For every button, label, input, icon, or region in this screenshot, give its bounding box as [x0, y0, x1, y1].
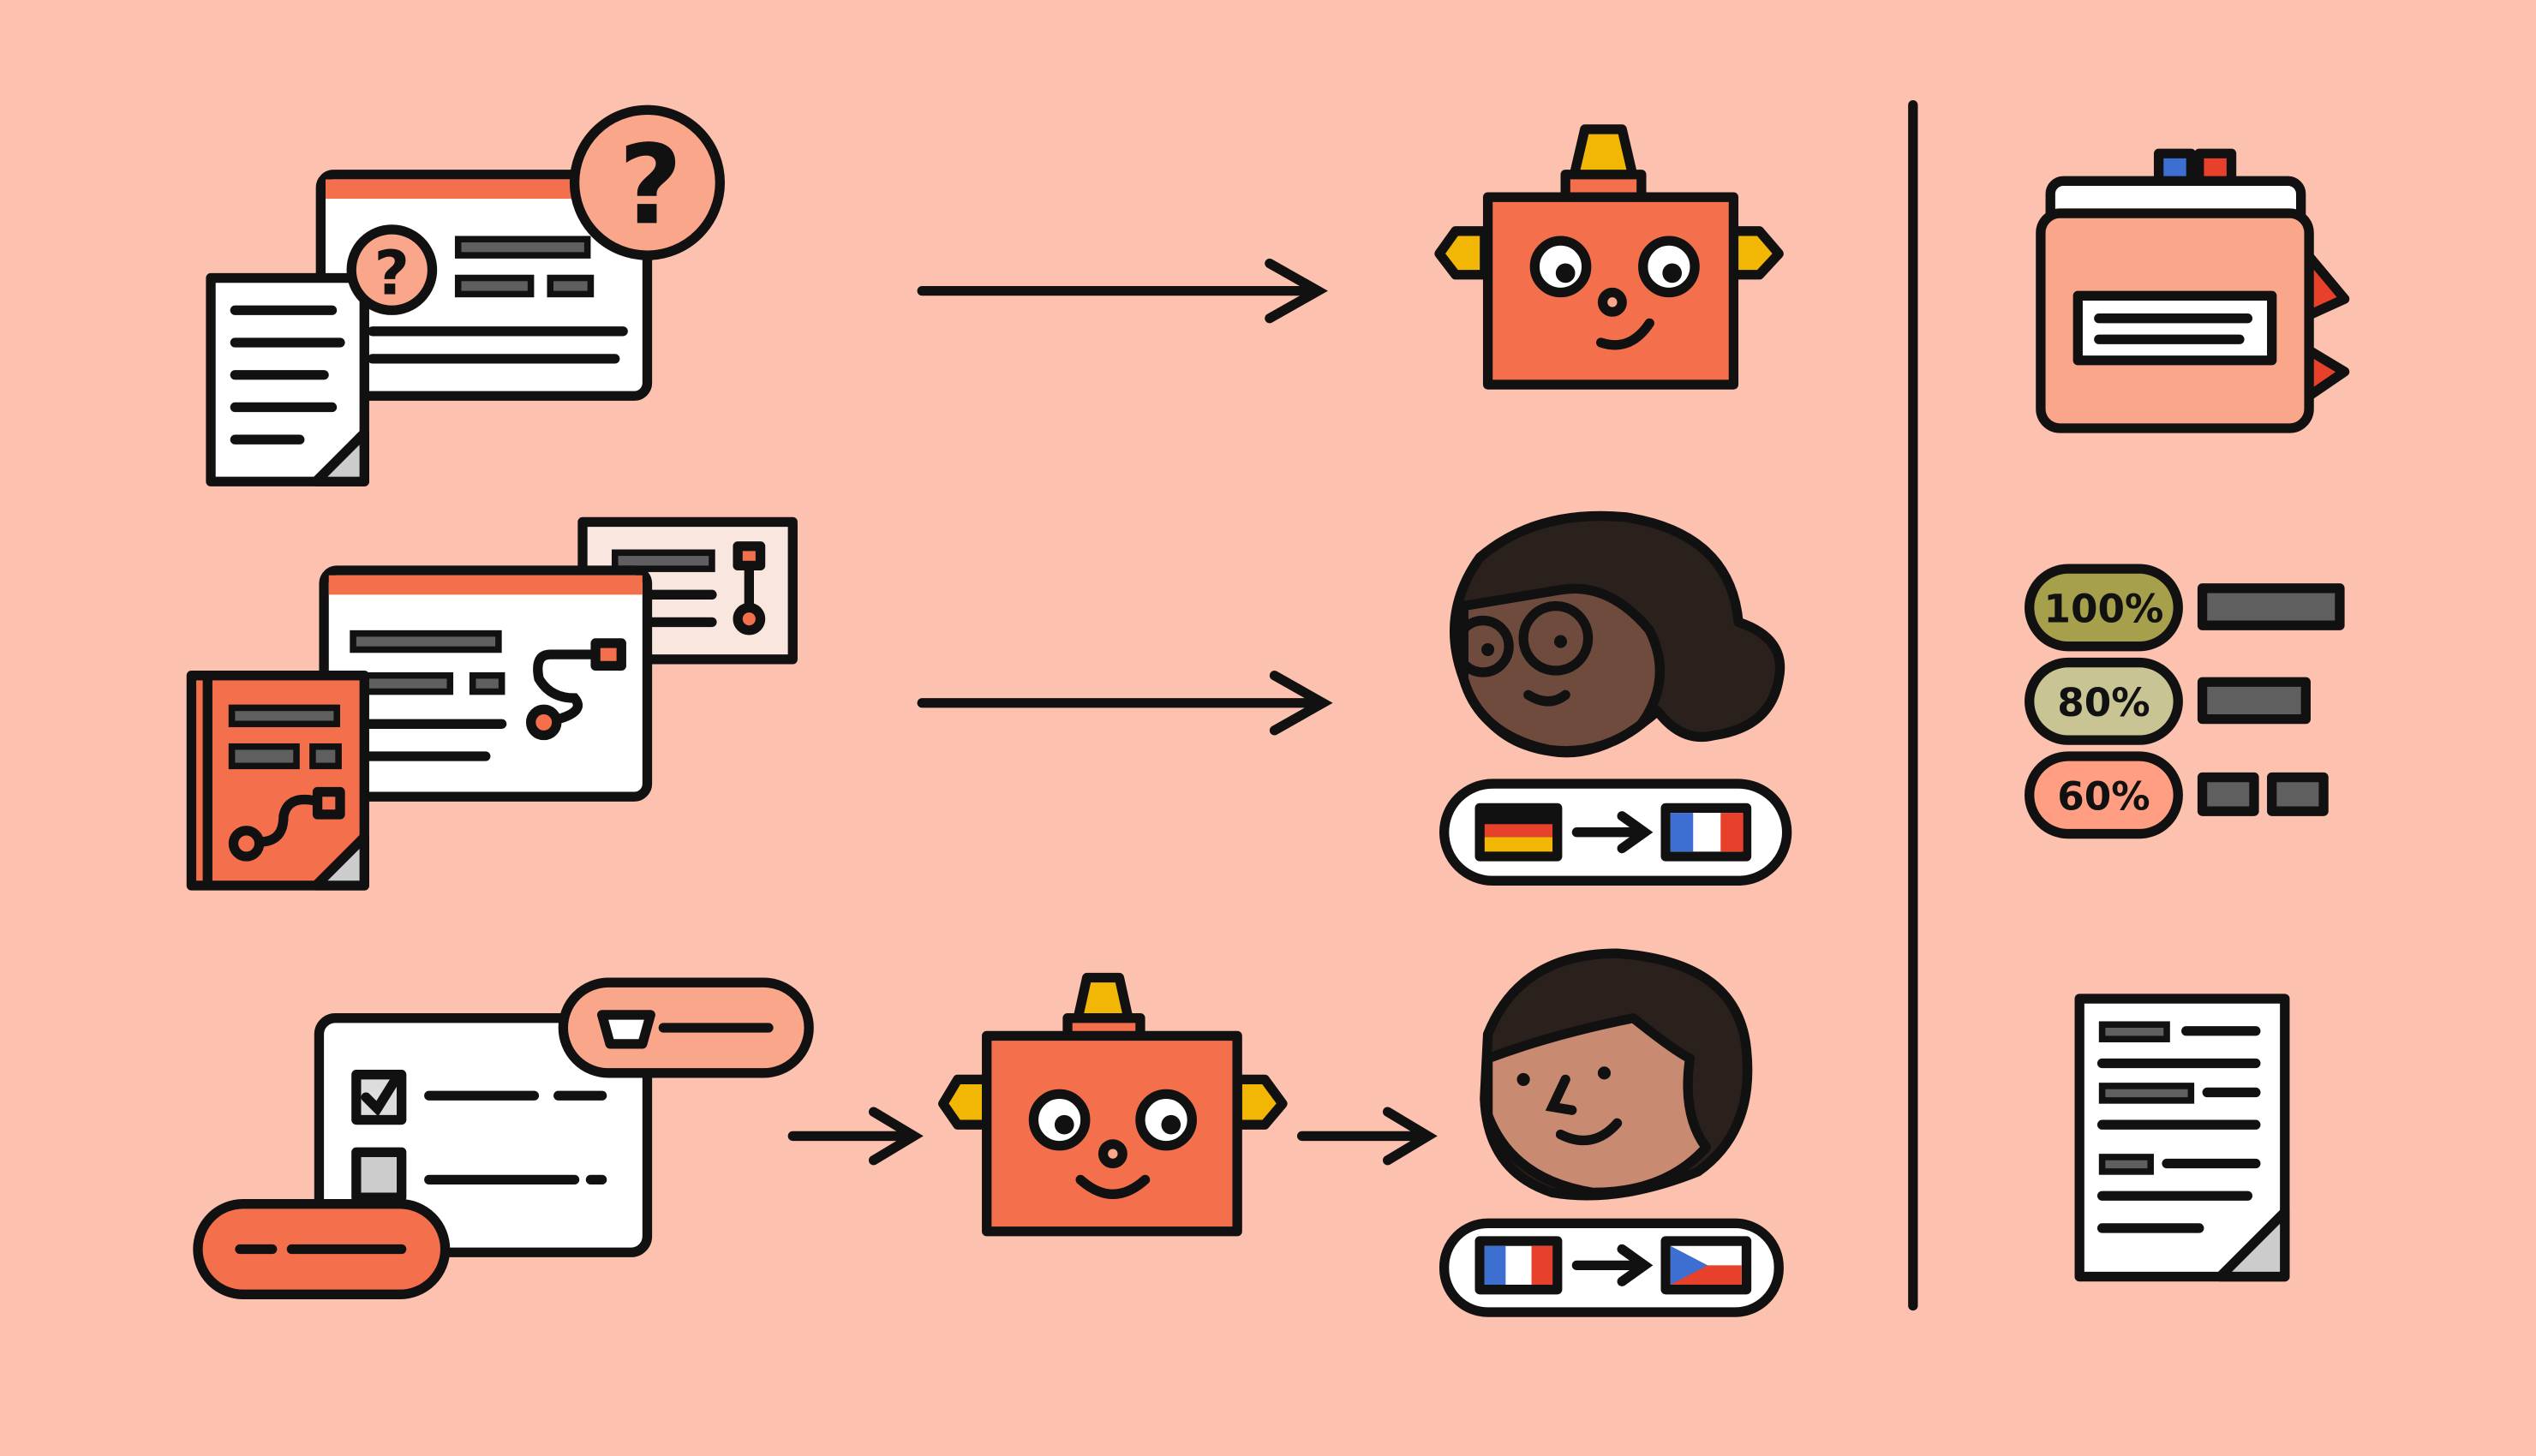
- translator-person-glasses-avatar: [1450, 510, 1785, 758]
- cart-button-pill: [558, 977, 814, 1078]
- form-window: [314, 1013, 653, 1257]
- text-document-icon: [206, 272, 369, 486]
- small-question-icon: ?: [346, 224, 438, 315]
- glossary-book-icon: [2036, 148, 2350, 433]
- flag-france-icon: [1660, 803, 1752, 862]
- robot-icon: [938, 972, 1288, 1237]
- confidence-bar: [2197, 583, 2345, 630]
- confidence-badge: [2025, 751, 2183, 839]
- confidence-row-100: 100%: [2025, 564, 2345, 652]
- confidence-row-80: 80%: [2025, 657, 2311, 745]
- confidence-badge: [2025, 657, 2183, 745]
- confidence-bar: [2197, 772, 2259, 816]
- big-question-icon: ?: [569, 104, 726, 260]
- arrow-icon: [1571, 811, 1654, 854]
- browser-window: [319, 565, 653, 802]
- small-question-mark: ?: [374, 236, 410, 308]
- flag-germany-icon: [1474, 803, 1563, 862]
- arrow-icon: [1571, 1244, 1654, 1286]
- confidence-label: 100%: [2044, 586, 2164, 631]
- process-book-icon: [186, 671, 369, 891]
- arrow-right-icon: [917, 258, 1328, 324]
- arrow-right-icon: [917, 671, 1333, 736]
- flag-czech-icon: [1660, 1236, 1752, 1295]
- reviewer-person-avatar: [1480, 948, 1753, 1201]
- confidence-bar: [2197, 677, 2311, 725]
- confidence-label: 60%: [2057, 773, 2150, 819]
- action-button-pill: [193, 1199, 451, 1299]
- big-question-mark: ?: [619, 122, 682, 249]
- row3-source-ui: [193, 977, 814, 1299]
- output-document-icon: [2074, 994, 2290, 1282]
- flag-france-icon: [1474, 1236, 1563, 1295]
- confidence-badge: [2025, 564, 2183, 652]
- arrow-right-icon: [1296, 1107, 1438, 1166]
- arrow-right-icon: [787, 1107, 924, 1166]
- row2-source-documents: [186, 516, 798, 891]
- checkbox-icon: [351, 1147, 407, 1202]
- row1-source-documents: ? ?: [206, 104, 726, 486]
- confidence-row-60: 60%: [2025, 751, 2329, 839]
- basket-icon: [596, 1010, 655, 1049]
- translation-pill-de-to-fr: [1439, 779, 1792, 886]
- confidence-scores: 100% 80% 60%: [2025, 564, 2345, 839]
- confidence-label: 80%: [2057, 680, 2150, 725]
- translation-pill-fr-to-cz: [1439, 1218, 1784, 1317]
- robot-icon: [1434, 124, 1784, 390]
- confidence-bar: [2267, 772, 2329, 816]
